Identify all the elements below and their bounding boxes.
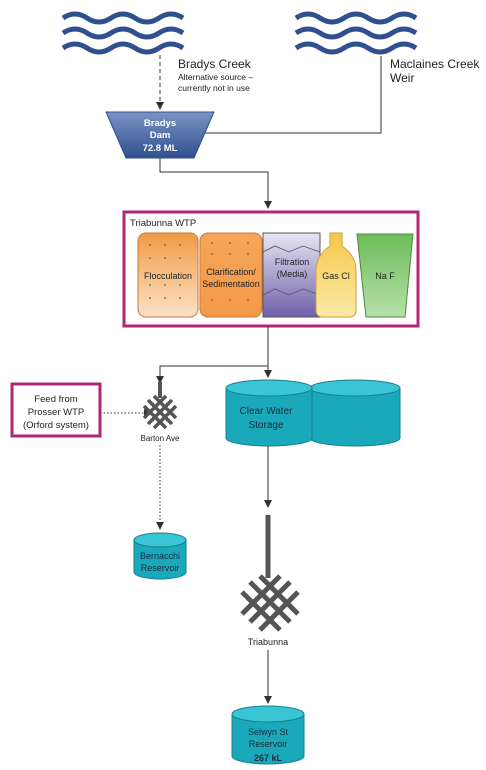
wtp-to-barton-pipe (156, 365, 268, 384)
naf-label: Na F (375, 271, 395, 281)
dam-line-2: Dam (150, 130, 171, 141)
dam-line-3: 72.8 ML (143, 143, 178, 154)
clarification-tank (199, 232, 263, 318)
feed-line-3: (Orford system) (23, 420, 89, 431)
clear-water-label-1: Clear Water (240, 406, 294, 417)
bernacchi-reservoir (133, 532, 187, 580)
barton-ave-valve-icon (142, 394, 178, 430)
filtration-label-1: Filtration (275, 257, 310, 267)
dam-to-wtp-pipe (159, 158, 272, 209)
clear-water-tank-left (225, 379, 313, 447)
maclaines-pipe (196, 56, 382, 137)
filtration-zigzag-1 (262, 245, 321, 253)
feed-line-1: Feed from (34, 394, 77, 405)
clarification-dots (211, 242, 249, 301)
clarification-label-2: Sedimentation (202, 279, 260, 289)
bernacchi-label-1: Bernacchi (140, 551, 180, 561)
barton-ave-label: Barton Ave (141, 434, 181, 443)
flocculation-tank (137, 232, 199, 318)
bradys-creek-waves-icon (61, 11, 185, 55)
bradys-dam-shape (105, 111, 215, 159)
dam-line-1: Bradys (144, 118, 176, 129)
feed-line-2: Prosser WTP (28, 407, 84, 418)
prosser-feed-box (10, 382, 102, 438)
maclaines-creek-waves-icon (294, 11, 418, 55)
flocculation-label: Flocculation (144, 271, 192, 281)
clear-water-tank-right (309, 379, 401, 447)
gas-cl-bottle (315, 232, 357, 318)
maclaines-creek-label-1: Maclaines Creek (390, 57, 480, 71)
triabunna-valve-icon (240, 574, 300, 632)
filtration-zigzag-2 (262, 288, 321, 296)
filtration-label-2: (Media) (277, 269, 308, 279)
flocculation-dots (149, 244, 181, 299)
naf-container (356, 233, 414, 318)
bradys-creek-label: Bradys Creek (178, 57, 252, 71)
bernacchi-label-2: Reservoir (141, 563, 180, 573)
selwyn-label-2: Reservoir (249, 739, 288, 749)
selwyn-label-1: Selwyn St (248, 727, 289, 737)
clear-water-label-2: Storage (248, 420, 283, 431)
clarification-label-1: Clarification/ (206, 267, 256, 277)
maclaines-creek-label-2: Weir (390, 71, 414, 85)
triabunna-label: Triabunna (248, 637, 288, 647)
wtp-title: Triabunna WTP (130, 218, 196, 229)
gas-cl-label: Gas Cl (322, 271, 350, 281)
bradys-creek-note-2: currently not in use (178, 83, 250, 93)
selwyn-label-3: 267 kL (254, 753, 283, 763)
selwyn-st-reservoir (231, 705, 305, 765)
bradys-creek-note-1: Alternative source – (178, 72, 253, 82)
